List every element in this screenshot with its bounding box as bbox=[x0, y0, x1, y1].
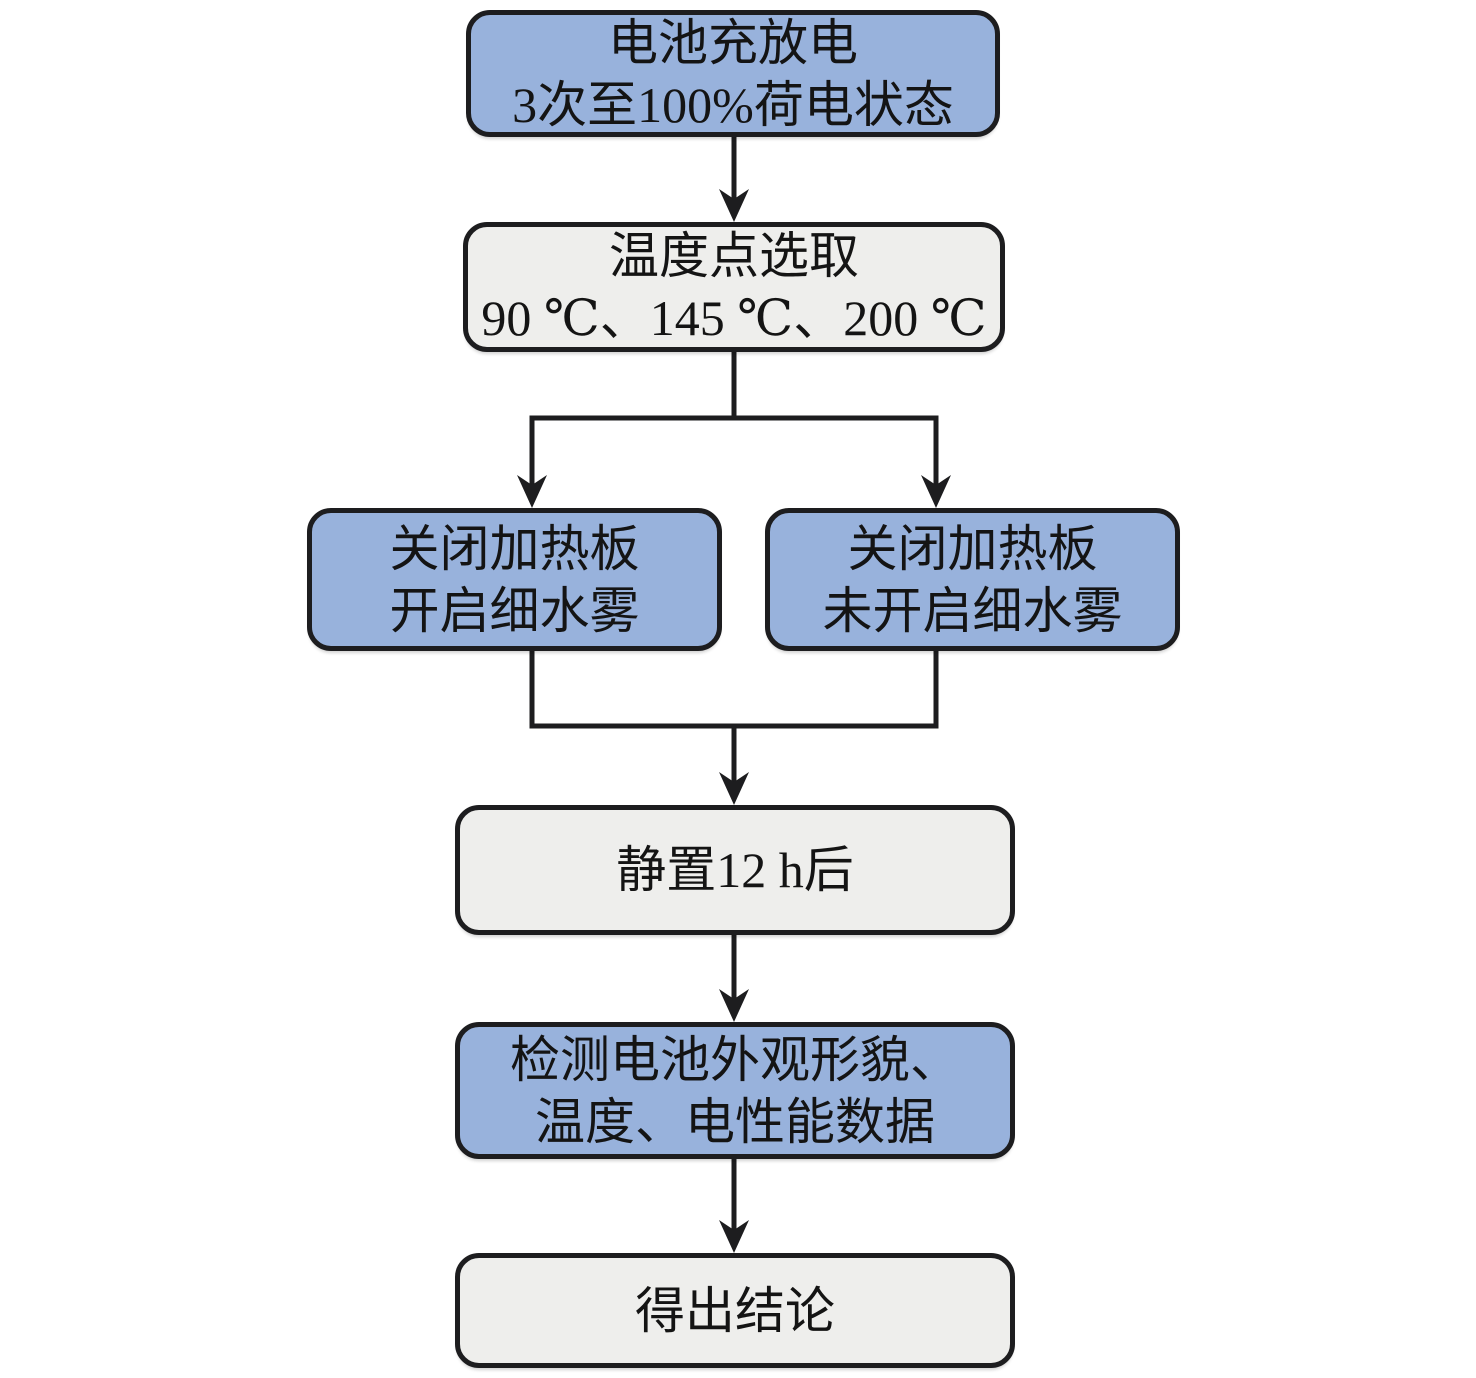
node-text-line: 检测电池外观形貌、 bbox=[510, 1031, 960, 1088]
node-conclusion: 得出结论 bbox=[455, 1253, 1015, 1368]
connector-line bbox=[529, 352, 939, 485]
node-text-line: 3次至100%荷电状态 bbox=[512, 76, 954, 133]
node-text-line: 温度、电性能数据 bbox=[535, 1093, 935, 1150]
node-text-line: 关闭加热板 bbox=[847, 520, 1098, 577]
arrowhead-icon bbox=[719, 772, 749, 805]
node-temperature-selection: 温度点选取 90 ℃、145 ℃、200 ℃ bbox=[463, 222, 1005, 352]
node-rest-12h: 静置12 h后 bbox=[455, 805, 1015, 935]
node-text-line: 开启细水雾 bbox=[389, 582, 640, 639]
node-text-line: 温度点选取 bbox=[609, 228, 859, 284]
node-text-line: 得出结论 bbox=[635, 1282, 835, 1339]
node-text-line: 90 ℃、145 ℃、200 ℃ bbox=[481, 290, 987, 346]
node-text-line: 静置12 h后 bbox=[616, 842, 854, 898]
connector-line bbox=[529, 651, 939, 783]
node-inspection: 检测电池外观形貌、 温度、电性能数据 bbox=[455, 1022, 1015, 1159]
arrowhead-icon bbox=[719, 989, 749, 1022]
node-text-line: 关闭加热板 bbox=[389, 520, 640, 577]
node-battery-charge: 电池充放电 3次至100%荷电状态 bbox=[466, 10, 1000, 137]
arrowhead-icon bbox=[517, 475, 547, 508]
arrowhead-icon bbox=[921, 475, 951, 508]
node-text-line: 电池充放电 bbox=[608, 14, 858, 71]
arrowhead-icon bbox=[719, 1220, 749, 1253]
node-mist-on: 关闭加热板 开启细水雾 bbox=[307, 508, 722, 651]
arrowhead-icon bbox=[719, 189, 749, 222]
node-text-line: 未开启细水雾 bbox=[822, 582, 1123, 639]
node-mist-off: 关闭加热板 未开启细水雾 bbox=[765, 508, 1180, 651]
